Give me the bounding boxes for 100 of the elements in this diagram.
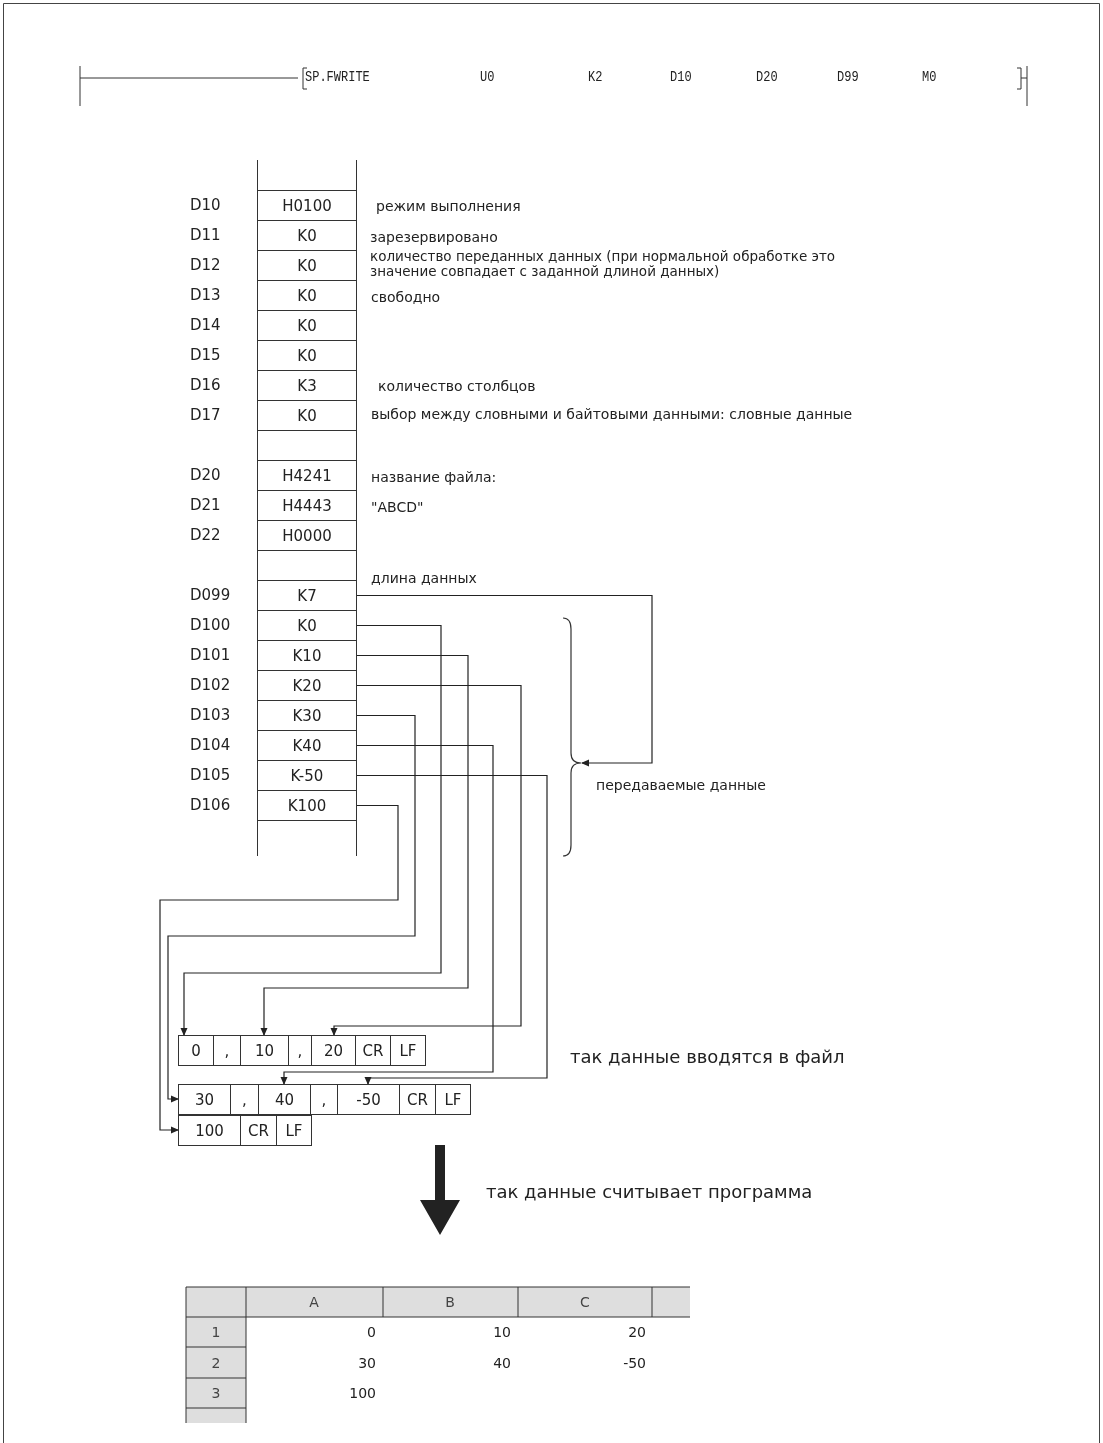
column-header: A: [309, 1294, 319, 1310]
memory-cell: K0: [257, 220, 357, 251]
file-cell: LF: [435, 1084, 471, 1115]
description-text: зарезервировано: [370, 229, 498, 245]
spreadsheet-value: -50: [623, 1355, 646, 1371]
instruction-operand: M0: [922, 70, 937, 86]
register-address: D11: [190, 226, 221, 243]
spreadsheet-value: 40: [493, 1355, 511, 1371]
arrow: [356, 774, 548, 1085]
memory-cell: K0: [257, 280, 357, 311]
register-address: D15: [190, 346, 221, 363]
register-address: D104: [190, 736, 231, 753]
description-text: свободно: [371, 289, 441, 305]
description-text: передаваемые данные: [596, 777, 766, 793]
memory-cell: K0: [257, 250, 357, 281]
memory-cell: K10: [257, 640, 357, 671]
memory-cell: H0000: [257, 520, 357, 551]
instruction-name: SP.FWRITE: [305, 70, 370, 86]
register-address: D106: [190, 796, 231, 813]
arrow: [356, 594, 653, 767]
file-cell: -50: [337, 1084, 400, 1115]
instruction-operand: D20: [756, 70, 778, 86]
file-cell: CR: [240, 1115, 277, 1146]
memory-cell: K100: [257, 790, 357, 821]
description-text: название файла:: [371, 469, 497, 485]
description-text: "ABCD": [371, 499, 424, 515]
row-header: 2: [211, 1355, 221, 1371]
spreadsheet-value: 30: [358, 1355, 376, 1371]
spreadsheet-value: 100: [349, 1385, 376, 1401]
row-header: 1: [211, 1324, 221, 1340]
file-cell: LF: [276, 1115, 312, 1146]
file-cell: 100: [178, 1115, 241, 1146]
file-cell: 40: [258, 1084, 311, 1115]
register-address: D102: [190, 676, 231, 693]
arrow: [159, 804, 399, 1134]
file-cell: CR: [399, 1084, 436, 1115]
empty-memory-cell: [257, 820, 357, 856]
register-address: D105: [190, 766, 231, 783]
instruction-operand: K2: [588, 70, 603, 86]
row-header: 3: [211, 1385, 221, 1401]
arrow: [167, 714, 416, 1103]
file-cell: LF: [390, 1035, 426, 1066]
register-address: D16: [190, 376, 221, 393]
memory-cell: K3: [257, 370, 357, 401]
column-header: B: [445, 1294, 455, 1310]
register-address: D17: [190, 406, 221, 423]
register-address: D100: [190, 616, 231, 633]
register-address: D13: [190, 286, 221, 303]
file-cell: ,: [288, 1035, 312, 1066]
arrow: [330, 684, 522, 1036]
instruction-operand: D10: [670, 70, 692, 86]
spreadsheet-value: 20: [628, 1324, 646, 1340]
memory-cell: K40: [257, 730, 357, 761]
caption-text: так данные считывает программа: [486, 1181, 813, 1203]
register-address: D103: [190, 706, 231, 723]
memory-cell: K0: [257, 340, 357, 371]
spreadsheet-value: 10: [493, 1324, 511, 1340]
register-address: D22: [190, 526, 221, 543]
empty-memory-cell: [257, 550, 357, 581]
file-cell: CR: [355, 1035, 391, 1066]
description-text: количество переданных данных (при нормальной обработке это значение совпадает с заданной длиной данных): [370, 249, 837, 279]
register-address: D101: [190, 646, 231, 663]
memory-cell: K-50: [257, 760, 357, 791]
file-cell: 10: [240, 1035, 289, 1066]
memory-cell: K20: [257, 670, 357, 701]
memory-cell: H0100: [257, 190, 357, 221]
description-text: режим выполнения: [376, 198, 521, 214]
memory-cell: H4241: [257, 460, 357, 491]
register-address: D10: [190, 196, 221, 213]
register-address: D20: [190, 466, 221, 483]
instruction-operand: D99: [837, 70, 859, 86]
arrow: [260, 654, 469, 1036]
curly-brace: [562, 617, 582, 857]
file-cell: 20: [311, 1035, 356, 1066]
memory-cell: K0: [257, 610, 357, 641]
memory-cell: H4443: [257, 490, 357, 521]
register-address: D099: [190, 586, 231, 603]
arrow: [280, 744, 494, 1085]
empty-memory-cell: [257, 160, 357, 191]
register-address: D21: [190, 496, 221, 513]
file-cell: ,: [230, 1084, 259, 1115]
file-cell: 0: [178, 1035, 214, 1066]
description-text: выбор между словными и байтовыми данными: словные данные: [371, 406, 853, 422]
memory-cell: K30: [257, 700, 357, 731]
memory-cell: K7: [257, 580, 357, 611]
description-text: количество столбцов: [378, 378, 536, 394]
register-address: D12: [190, 256, 221, 273]
spreadsheet-value: 0: [367, 1324, 376, 1340]
memory-cell: K0: [257, 310, 357, 341]
column-header: C: [580, 1294, 590, 1310]
instruction-operand: U0: [480, 70, 495, 86]
empty-memory-cell: [257, 430, 357, 461]
caption-text: так данные вводятся в файл: [570, 1046, 845, 1068]
file-cell: ,: [310, 1084, 338, 1115]
register-address: D14: [190, 316, 221, 333]
memory-cell: K0: [257, 400, 357, 431]
file-cell: 30: [178, 1084, 231, 1115]
file-cell: ,: [213, 1035, 241, 1066]
description-text: длина данных: [371, 570, 477, 586]
arrow: [180, 624, 442, 1036]
